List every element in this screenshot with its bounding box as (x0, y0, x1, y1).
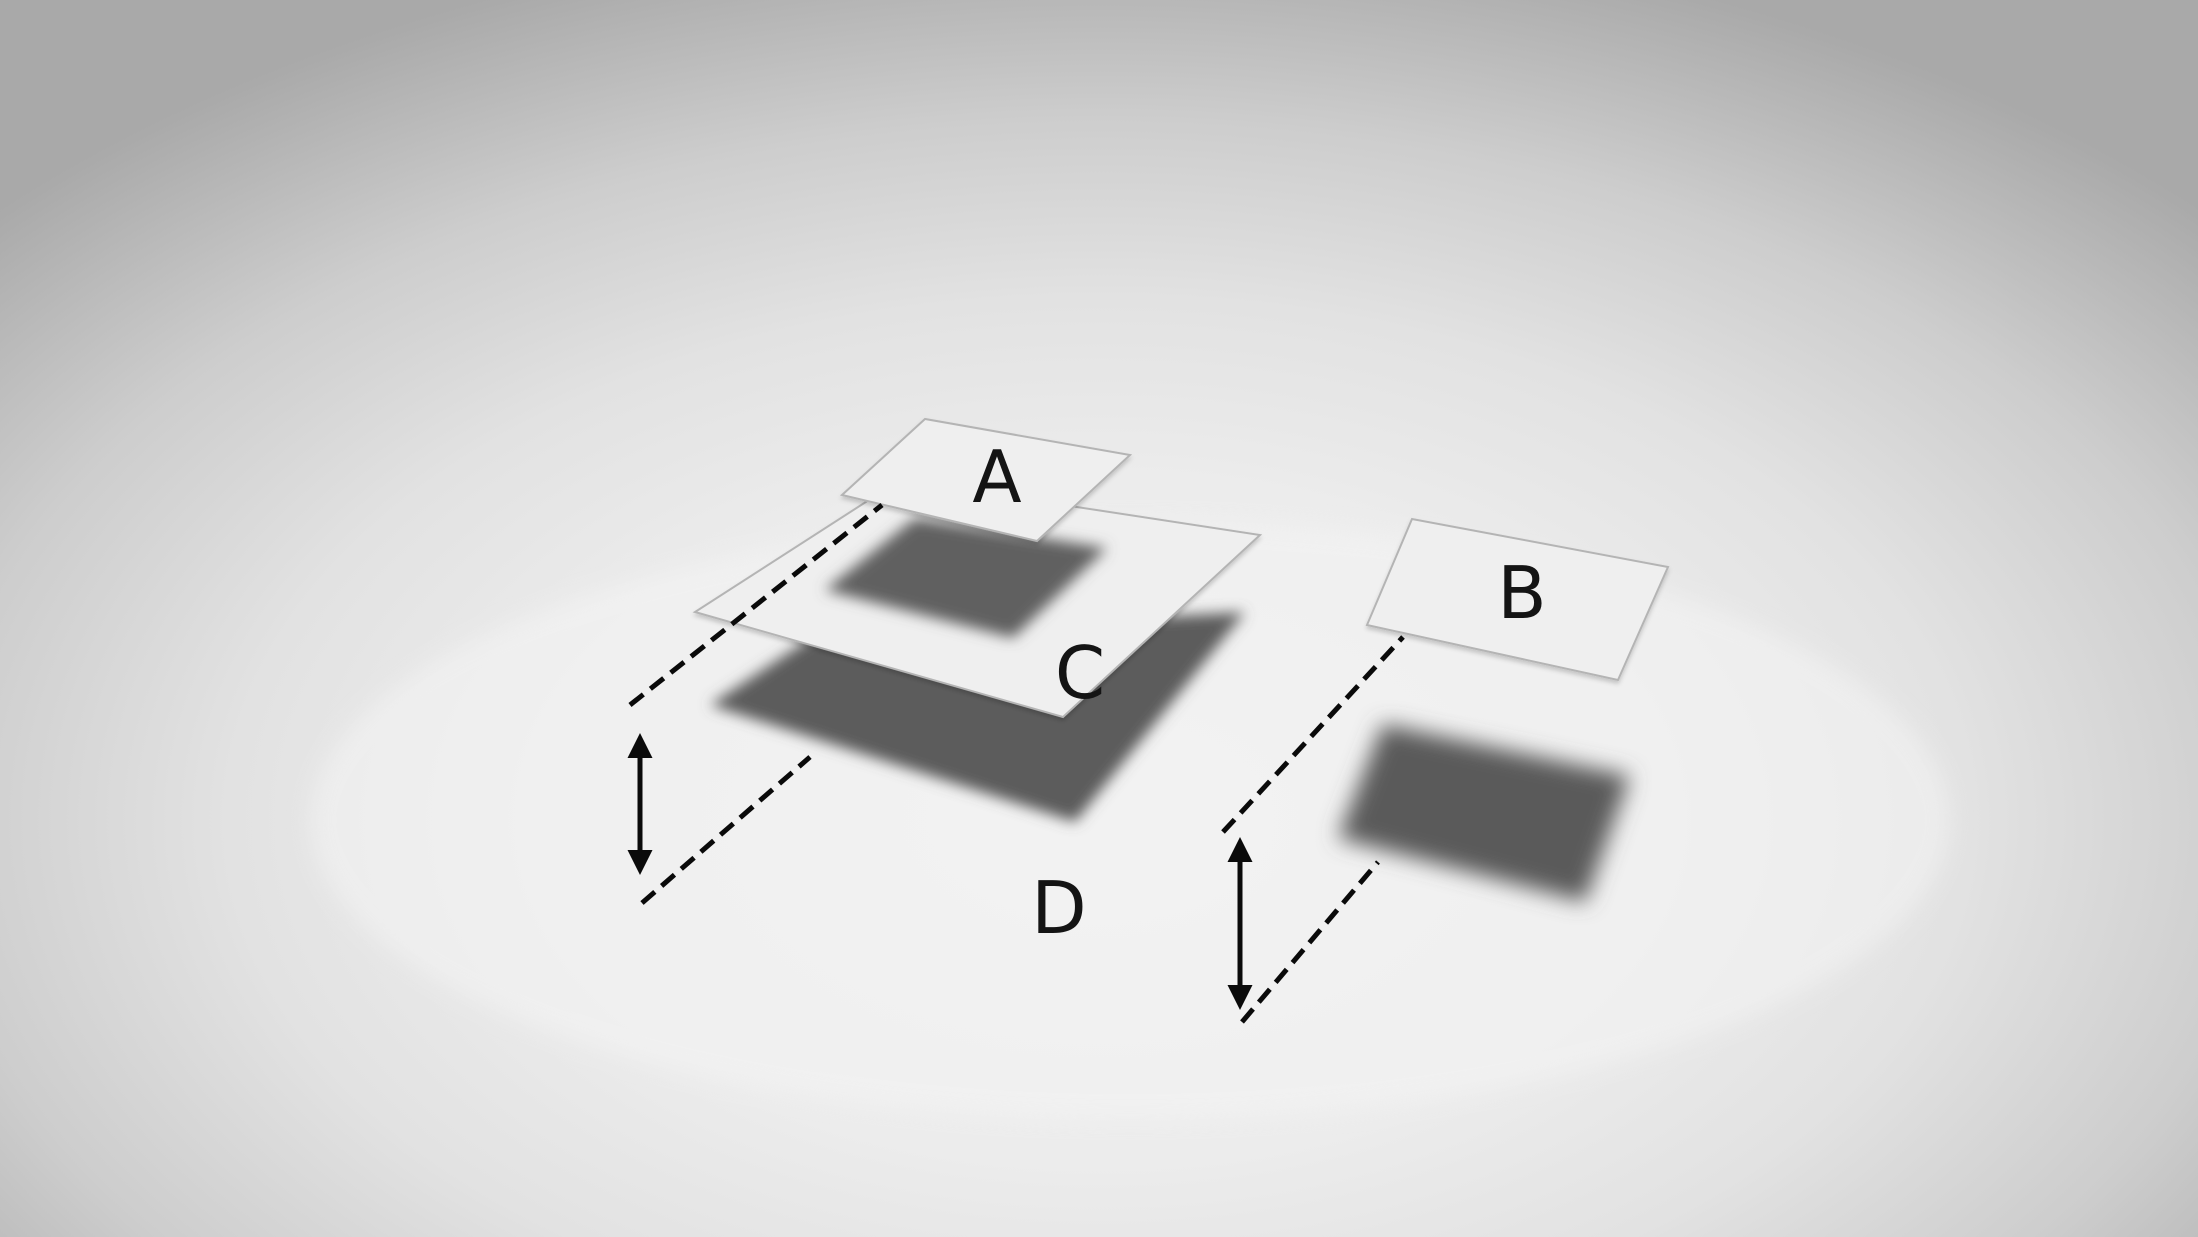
label-b: B (1497, 551, 1547, 635)
shadow-a (825, 518, 1107, 638)
ground-glow (310, 520, 1950, 1120)
label-d: D (1031, 866, 1087, 950)
guide-line-d-bottom (640, 755, 812, 905)
plane-a (839, 417, 1133, 543)
label-c: C (1054, 631, 1106, 715)
shadow-b (1338, 724, 1630, 902)
guide-line-b-bottom (1240, 860, 1380, 1024)
label-a: A (972, 435, 1022, 519)
guide-line-b-top (1221, 635, 1405, 834)
plane-b (1365, 517, 1670, 682)
guide-line-a-top (628, 503, 884, 707)
